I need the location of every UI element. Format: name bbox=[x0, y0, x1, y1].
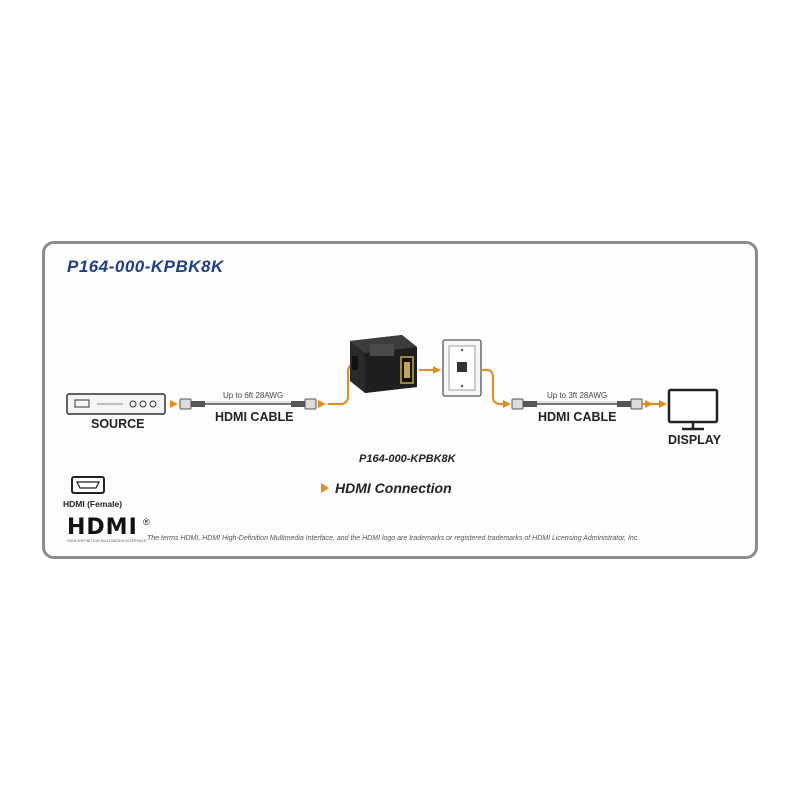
keystone-coupler-icon bbox=[350, 335, 417, 393]
monitor-icon bbox=[667, 388, 719, 431]
hdmi-logo-text: HDMI bbox=[67, 515, 138, 540]
registered-mark: ® bbox=[143, 517, 150, 527]
connection-diagram bbox=[66, 335, 719, 494]
port-label: HDMI (Female) bbox=[63, 499, 123, 509]
cable-left-spec: Up to 6ft 28AWG bbox=[223, 391, 284, 400]
model-title: P164-000-KPBK8K bbox=[67, 257, 224, 276]
cable-right-spec: Up to 3ft 28AWG bbox=[547, 391, 608, 400]
hdmi-logo: HDMI HIGH-DEFINITION MULTIMEDIA INTERFAC… bbox=[67, 515, 147, 544]
av-receiver-icon bbox=[66, 393, 166, 415]
cable-right-label: HDMI CABLE bbox=[538, 410, 617, 424]
hdmi-logo-tagline: HIGH-DEFINITION MULTIMEDIA INTERFACE bbox=[67, 539, 147, 543]
hdmi-cable-icon bbox=[170, 398, 326, 410]
orange-arrow-icon bbox=[321, 483, 329, 493]
hdmi-cable-icon bbox=[503, 398, 653, 410]
legend-text: HDMI Connection bbox=[335, 480, 452, 496]
display-label: DISPLAY bbox=[668, 433, 722, 447]
center-model-label: P164-000-KPBK8K bbox=[359, 453, 456, 465]
wall-plate-icon bbox=[442, 339, 482, 397]
trademark-disclaimer: The terms HDMI, HDMI High-Definition Mul… bbox=[147, 535, 640, 542]
legend: HDMI Connection bbox=[321, 480, 452, 496]
source-label: SOURCE bbox=[91, 417, 145, 431]
hdmi-port-icon bbox=[71, 476, 105, 494]
cable-left-label: HDMI CABLE bbox=[215, 410, 294, 424]
diagram-panel: P164-000-KPBK8K bbox=[42, 241, 758, 559]
